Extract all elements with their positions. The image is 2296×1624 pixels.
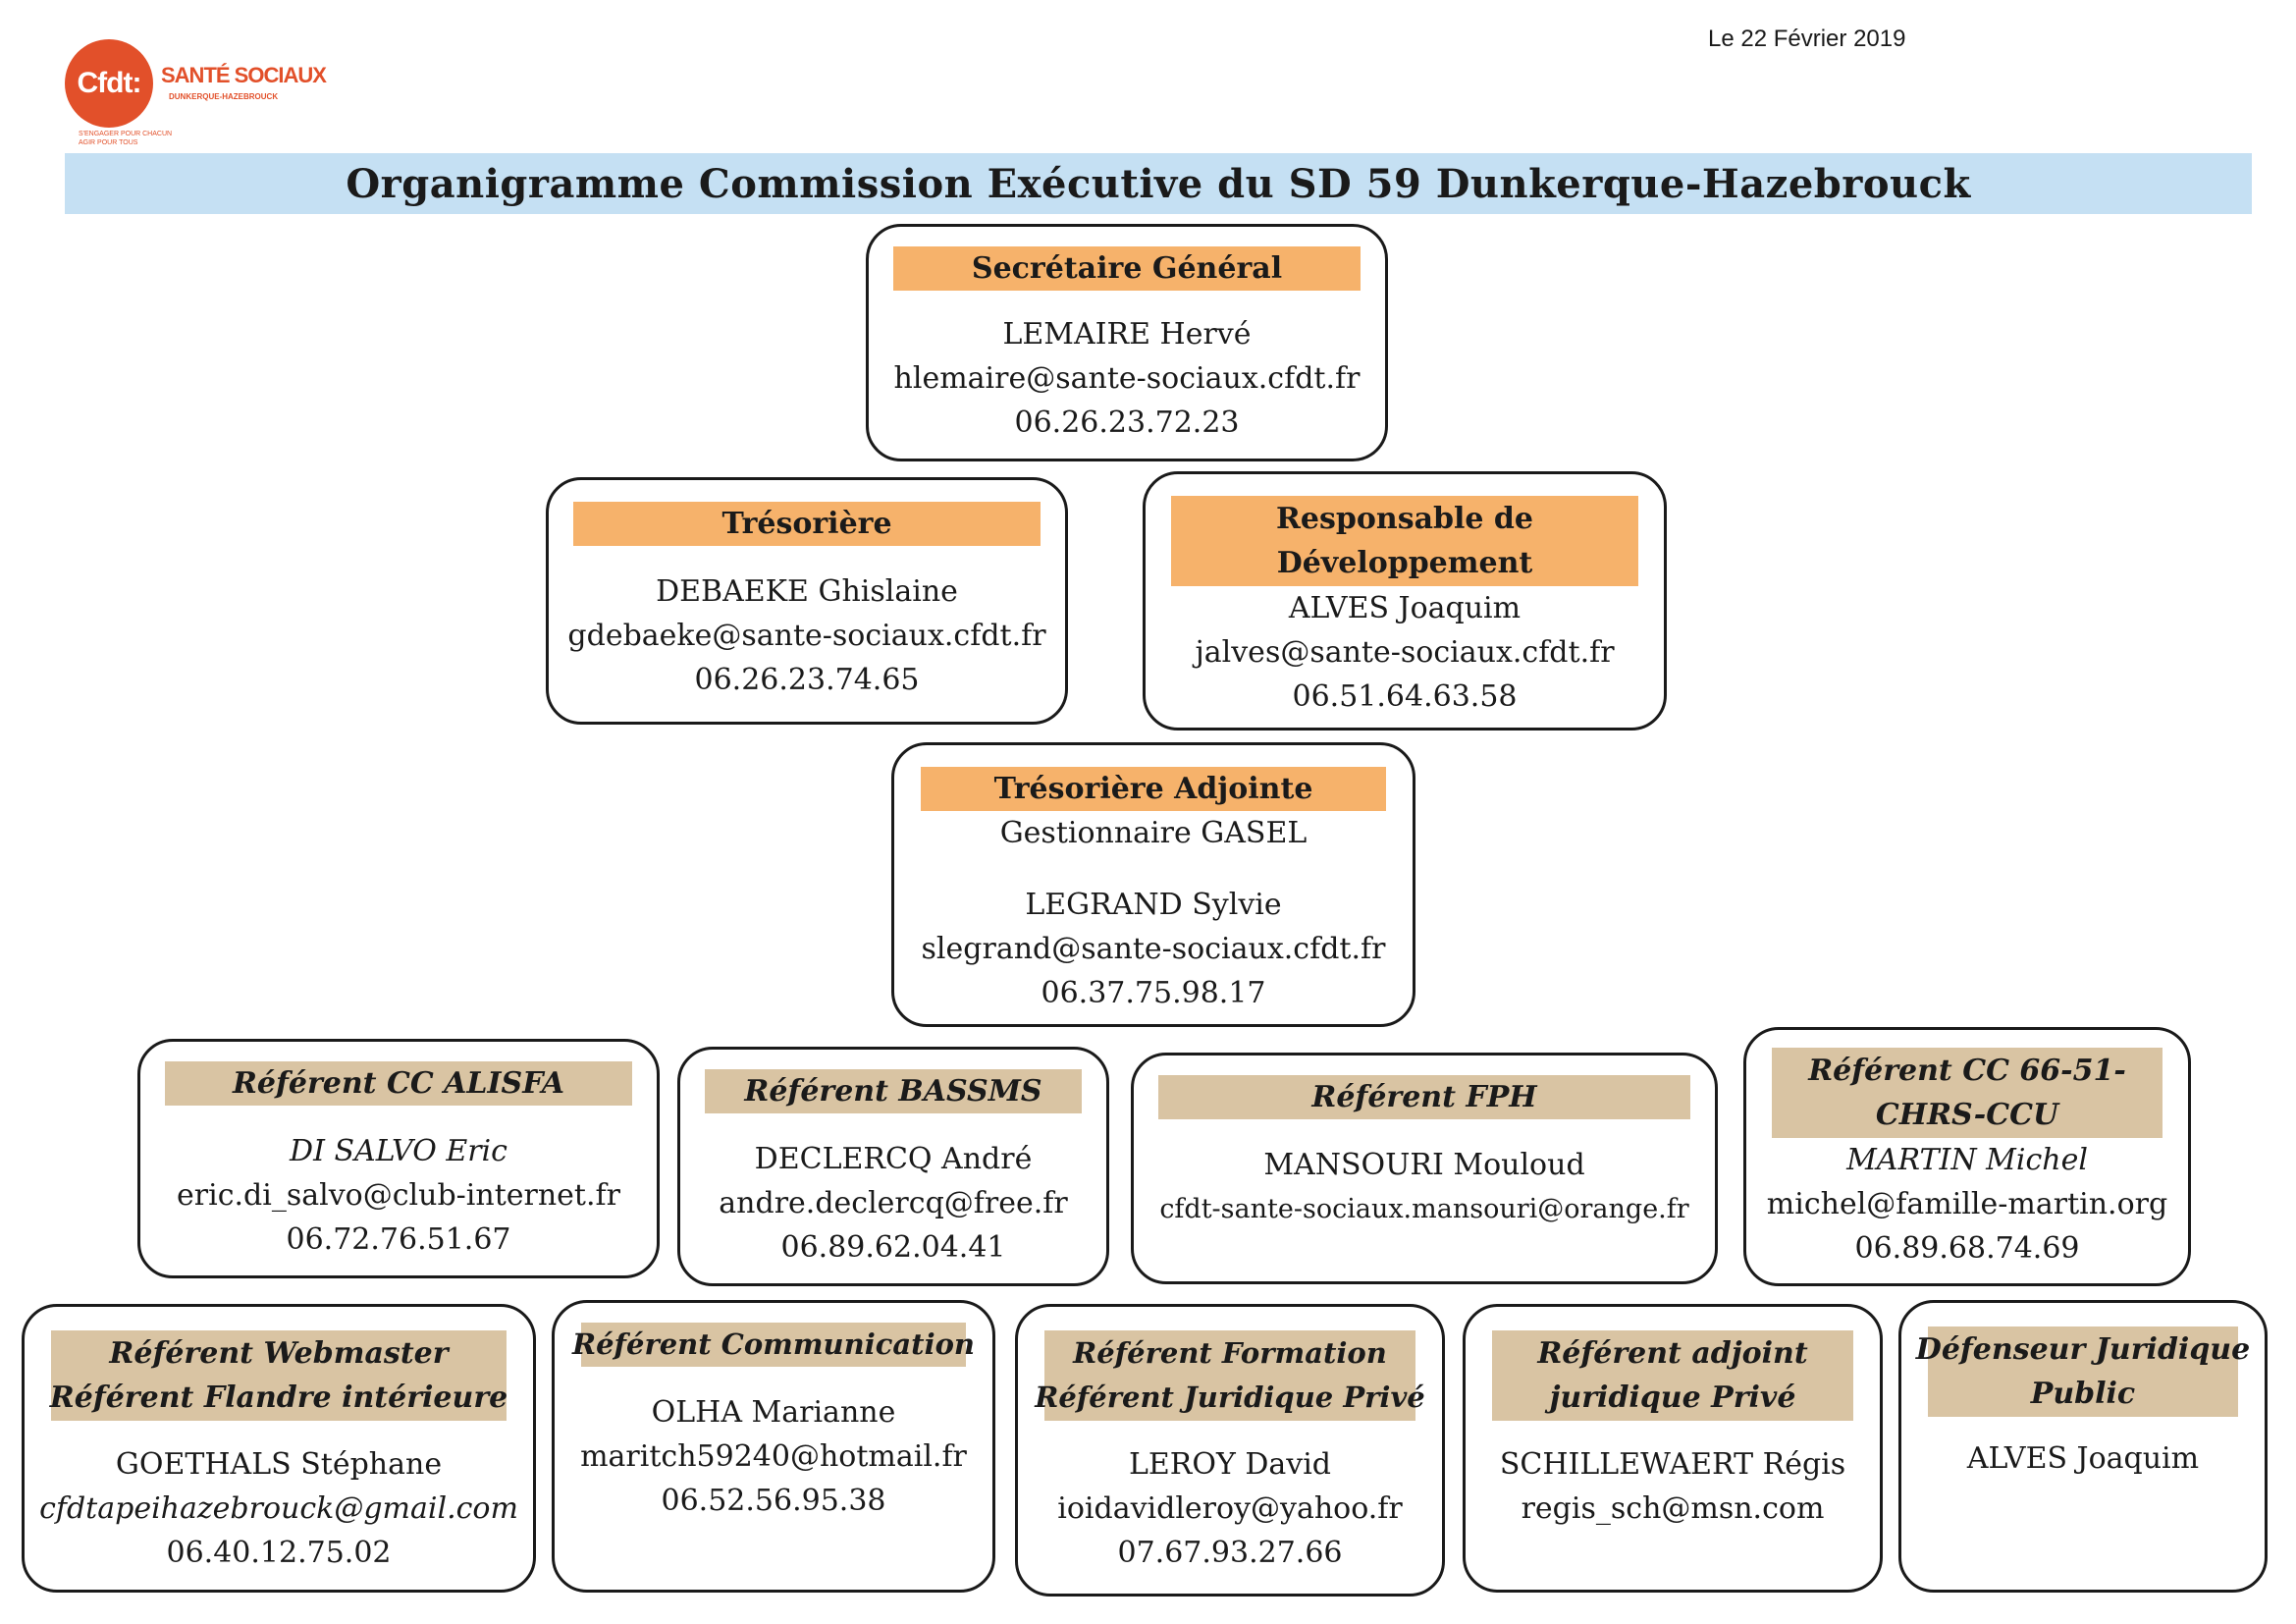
role-label: Référent CC ALISFA <box>165 1061 632 1106</box>
card-referent-cc-66: Référent CC 66-51- CHRS-CCU MARTIN Miche… <box>1743 1027 2191 1286</box>
role-label-line2: Développement <box>1276 546 1533 580</box>
person-phone: 07.67.93.27.66 <box>1117 1536 1343 1570</box>
card-referent-webmaster: Référent Webmaster Référent Flandre inté… <box>22 1304 536 1593</box>
person-name: LEMAIRE Hervé <box>1002 317 1252 352</box>
role-label: Référent Formation Référent Juridique Pr… <box>1035 1330 1425 1421</box>
role-label-line2: Référent Flandre intérieure <box>49 1380 508 1415</box>
role-label: Défenseur Juridique Public <box>1916 1326 2250 1417</box>
card-referent-communication: Référent Communication OLHA Marianne mar… <box>552 1300 995 1593</box>
person-email[interactable]: eric.di_salvo@club-internet.fr <box>177 1178 620 1213</box>
card-secretaire-general: Secrétaire Général LEMAIRE Hervé hlemair… <box>866 224 1388 461</box>
person-name: DECLERCQ André <box>754 1142 1033 1176</box>
role-label-line1: Référent Formation <box>1073 1336 1387 1370</box>
logo-brand-text: SANTÉ SOCIAUX <box>161 63 327 87</box>
person-email[interactable]: michel@famille-martin.org <box>1766 1187 2168 1221</box>
person-phone: 06.72.76.51.67 <box>286 1222 511 1257</box>
role-subtitle: Gestionnaire GASEL <box>999 816 1308 850</box>
card-referent-fph: Référent FPH MANSOURI Mouloud cfdt-sante… <box>1131 1053 1718 1284</box>
logo-sub-text: DUNKERQUE-HAZEBROUCK <box>169 92 279 101</box>
cfdt-logo-mark: Cfdt: <box>65 39 153 128</box>
person-email[interactable]: maritch59240@hotmail.fr <box>580 1439 967 1474</box>
person-phone: 06.89.68.74.69 <box>1854 1231 2080 1266</box>
role-label: Secrétaire Général <box>893 246 1361 291</box>
person-name: SCHILLEWAERT Régis <box>1499 1447 1846 1482</box>
card-responsable-developpement: Responsable de Développement ALVES Joaqu… <box>1143 471 1667 731</box>
card-referent-cc-alisfa: Référent CC ALISFA DI SALVO Eric eric.di… <box>137 1039 660 1278</box>
role-label: Référent Webmaster Référent Flandre inté… <box>49 1330 508 1421</box>
person-name: DI SALVO Eric <box>290 1134 507 1168</box>
person-name: MARTIN Michel <box>1846 1143 2088 1177</box>
person-email[interactable]: regis_sch@msn.com <box>1521 1491 1825 1526</box>
page-title: Organigramme Commission Exécutive du SD … <box>346 160 1971 207</box>
person-name: ALVES Joaquim <box>1966 1441 2200 1476</box>
person-name: LEGRAND Sylvie <box>1025 888 1282 922</box>
role-label: Référent adjoint juridique Privé <box>1492 1330 1853 1421</box>
card-tresoriere: Trésorière DEBAEKE Ghislaine gdebaeke@sa… <box>546 477 1068 725</box>
person-email[interactable]: ioidavidleroy@yahoo.fr <box>1057 1491 1403 1526</box>
role-label-line2: Référent Juridique Privé <box>1035 1380 1425 1414</box>
person-name: OLHA Marianne <box>651 1395 896 1430</box>
role-label: Référent CC 66-51- CHRS-CCU <box>1772 1048 2163 1138</box>
role-label-line2: CHRS-CCU <box>1875 1098 2059 1132</box>
card-referent-adjoint-juridique: Référent adjoint juridique Privé SCHILLE… <box>1463 1304 1883 1593</box>
person-email[interactable]: slegrand@sante-sociaux.cfdt.fr <box>921 932 1386 966</box>
card-defenseur-juridique: Défenseur Juridique Public ALVES Joaquim <box>1898 1300 2268 1593</box>
person-email[interactable]: gdebaeke@sante-sociaux.cfdt.fr <box>567 619 1046 653</box>
person-email[interactable]: andre.declercq@free.fr <box>719 1186 1068 1220</box>
cfdt-logo: Cfdt: SANTÉ SOCIAUX DUNKERQUE-HAZEBROUCK… <box>65 39 327 157</box>
role-label-line2: juridique Privé <box>1549 1380 1796 1415</box>
person-phone: 06.51.64.63.58 <box>1292 679 1518 714</box>
person-email[interactable]: cfdtapeihazebrouck@gmail.com <box>39 1491 518 1526</box>
card-referent-formation: Référent Formation Référent Juridique Pr… <box>1015 1304 1445 1597</box>
role-label-line1: Défenseur Juridique <box>1915 1332 2251 1367</box>
role-label: Référent BASSMS <box>705 1069 1082 1113</box>
role-label: Trésorière Adjointe <box>921 767 1386 811</box>
person-phone: 06.52.56.95.38 <box>661 1484 886 1518</box>
card-tresoriere-adjointe: Trésorière Adjointe Gestionnaire GASEL L… <box>891 742 1415 1027</box>
person-phone: 06.26.23.72.23 <box>1014 406 1240 440</box>
role-label-line1: Responsable de <box>1275 502 1533 536</box>
role-label-line2: Public <box>2030 1377 2136 1411</box>
person-name: LEROY David <box>1128 1447 1332 1482</box>
role-label: Référent Communication <box>572 1323 975 1367</box>
person-phone: 06.37.75.98.17 <box>1041 976 1266 1010</box>
title-bar: Organigramme Commission Exécutive du SD … <box>65 153 2252 214</box>
logo-tagline: S'ENGAGER POUR CHACUN AGIR POUR TOUS <box>79 131 173 146</box>
role-label-line1: Référent adjoint <box>1537 1336 1808 1371</box>
person-name: ALVES Joaquim <box>1288 591 1522 625</box>
person-email[interactable]: jalves@sante-sociaux.cfdt.fr <box>1195 635 1615 670</box>
role-label: Référent FPH <box>1158 1075 1690 1119</box>
person-name: GOETHALS Stéphane <box>115 1447 443 1482</box>
person-name: DEBAEKE Ghislaine <box>656 574 958 609</box>
role-label-line1: Référent Webmaster <box>109 1336 449 1371</box>
document-date: Le 22 Février 2019 <box>1708 26 1906 52</box>
card-referent-bassms: Référent BASSMS DECLERCQ André andre.dec… <box>677 1047 1109 1286</box>
role-label: Trésorière <box>573 502 1041 546</box>
person-email[interactable]: hlemaire@sante-sociaux.cfdt.fr <box>893 361 1361 396</box>
person-phone: 06.89.62.04.41 <box>780 1230 1006 1265</box>
person-phone: 06.26.23.74.65 <box>694 663 920 697</box>
person-phone: 06.40.12.75.02 <box>166 1536 392 1570</box>
role-label: Responsable de Développement <box>1171 496 1638 586</box>
person-email[interactable]: cfdt-sante-sociaux.mansouri@orange.fr <box>1159 1194 1689 1224</box>
role-label-line1: Référent CC 66-51- <box>1808 1054 2126 1088</box>
person-name: MANSOURI Mouloud <box>1263 1148 1585 1182</box>
